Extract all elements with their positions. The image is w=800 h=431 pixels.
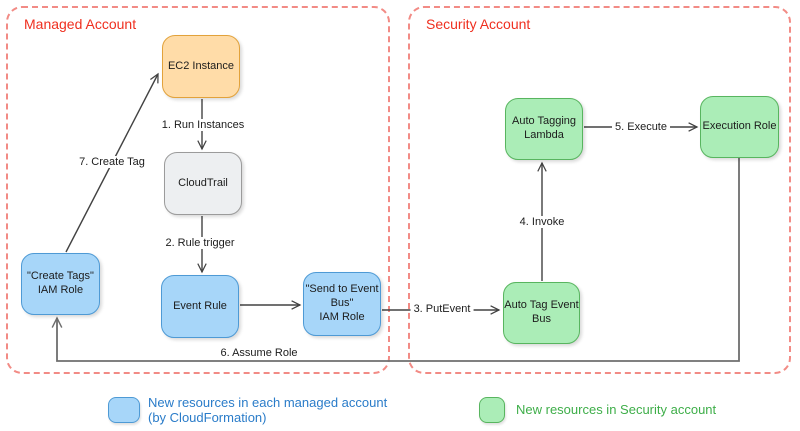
security-account-container: Security Account: [408, 6, 791, 374]
edge-label-put-event: 3. PutEvent: [410, 303, 474, 315]
security-account-title: Security Account: [426, 16, 531, 32]
node-event-rule: Event Rule: [161, 275, 239, 338]
node-cloudtrail: CloudTrail: [164, 152, 242, 215]
managed-account-title: Managed Account: [24, 16, 137, 32]
node-create-tags-iam-role: "Create Tags" IAM Role: [21, 253, 100, 315]
legend-security-swatch: [479, 397, 505, 423]
node-auto-tagging-lambda: Auto Tagging Lambda: [505, 98, 583, 160]
edge-label-rule-trigger: 2. Rule trigger: [162, 237, 238, 249]
edge-label-run-instances: 1. Run Instances: [158, 119, 248, 131]
node-send-to-event-bus-iam-role: "Send to Event Bus" IAM Role: [303, 272, 381, 336]
legend-security-label: New resources in Security account: [516, 402, 717, 417]
legend-managed-swatch: [108, 397, 140, 423]
node-ec2-instance: EC2 Instance: [162, 35, 240, 98]
edge-label-assume-role: 6. Assume Role: [217, 347, 301, 359]
edge-label-execute: 5. Execute: [612, 121, 670, 133]
legend-managed-label: New resources in each managed account (b…: [148, 395, 388, 425]
edge-label-invoke: 4. Invoke: [516, 216, 568, 228]
node-execution-role: Execution Role: [700, 96, 779, 158]
edge-label-create-tag: 7. Create Tag: [76, 156, 148, 168]
node-auto-tag-event-bus: Auto Tag Event Bus: [503, 282, 580, 344]
